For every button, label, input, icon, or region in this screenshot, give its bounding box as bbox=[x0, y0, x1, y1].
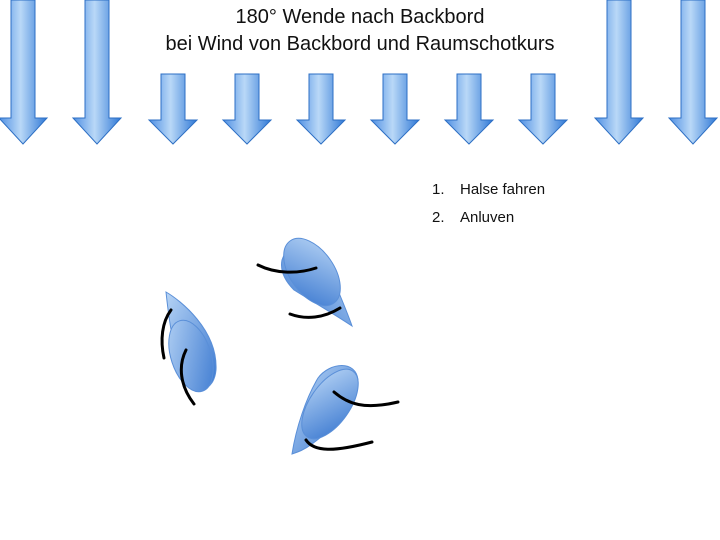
wind-arrows bbox=[0, 0, 719, 145]
wind-arrow-icon bbox=[369, 73, 421, 145]
steps-list: 1. Halse fahren 2. Anluven bbox=[432, 179, 545, 235]
step-number: 2. bbox=[432, 209, 445, 226]
title-line-1: 180° Wende nach Backbord bbox=[235, 6, 485, 28]
sailboat-icon bbox=[160, 291, 217, 406]
step-number: 1. bbox=[432, 181, 445, 198]
wind-arrow-icon bbox=[443, 73, 495, 145]
wind-arrow-icon bbox=[295, 73, 347, 145]
sailboat-icon bbox=[291, 365, 400, 455]
jib-line bbox=[304, 438, 374, 451]
wind-arrow-icon bbox=[71, 0, 123, 145]
wind-arrow-icon bbox=[0, 0, 49, 145]
title-line-2: bei Wind von Backbord und Raumschotkurs bbox=[165, 33, 555, 55]
step-item: 1. Halse fahren bbox=[432, 179, 545, 207]
wind-arrow-icon bbox=[593, 0, 645, 145]
wind-arrow-icon bbox=[147, 73, 199, 145]
mainsail-line bbox=[160, 308, 173, 360]
page-title: 180° Wende nach Backbord bei Wind von Ba… bbox=[0, 4, 720, 58]
wind-arrow-icon bbox=[221, 73, 273, 145]
mainsail-line bbox=[256, 263, 318, 274]
wind-arrow-icon bbox=[517, 73, 569, 145]
step-item: 2. Anluven bbox=[432, 207, 545, 235]
sailboat-icon bbox=[256, 237, 353, 328]
step-text: Anluven bbox=[460, 209, 515, 226]
mainsail-line bbox=[332, 390, 400, 408]
jib-line bbox=[179, 348, 196, 406]
jib-line bbox=[288, 306, 342, 319]
wind-arrow-icon bbox=[667, 0, 719, 145]
step-text: Halse fahren bbox=[460, 181, 546, 198]
